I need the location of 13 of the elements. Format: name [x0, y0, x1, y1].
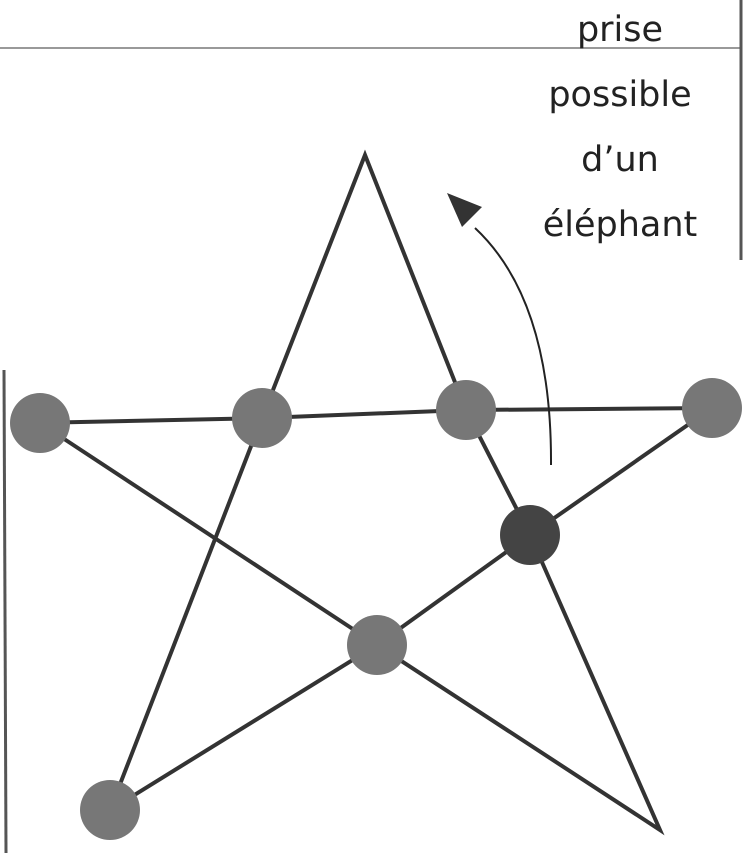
annotation-text: prise possible d’un éléphant: [542, 9, 698, 247]
board-line: [270, 150, 458, 392]
board-line: [552, 422, 690, 520]
board-line: [68, 416, 234, 424]
board-line: [399, 550, 508, 630]
board-line: [63, 437, 354, 631]
board-line: [477, 434, 519, 510]
board-line: [400, 560, 665, 836]
board-line: [134, 658, 354, 796]
game-piece: [500, 505, 560, 565]
board-line: [118, 444, 254, 784]
board-line: [494, 406, 684, 412]
board-line: [290, 409, 438, 419]
